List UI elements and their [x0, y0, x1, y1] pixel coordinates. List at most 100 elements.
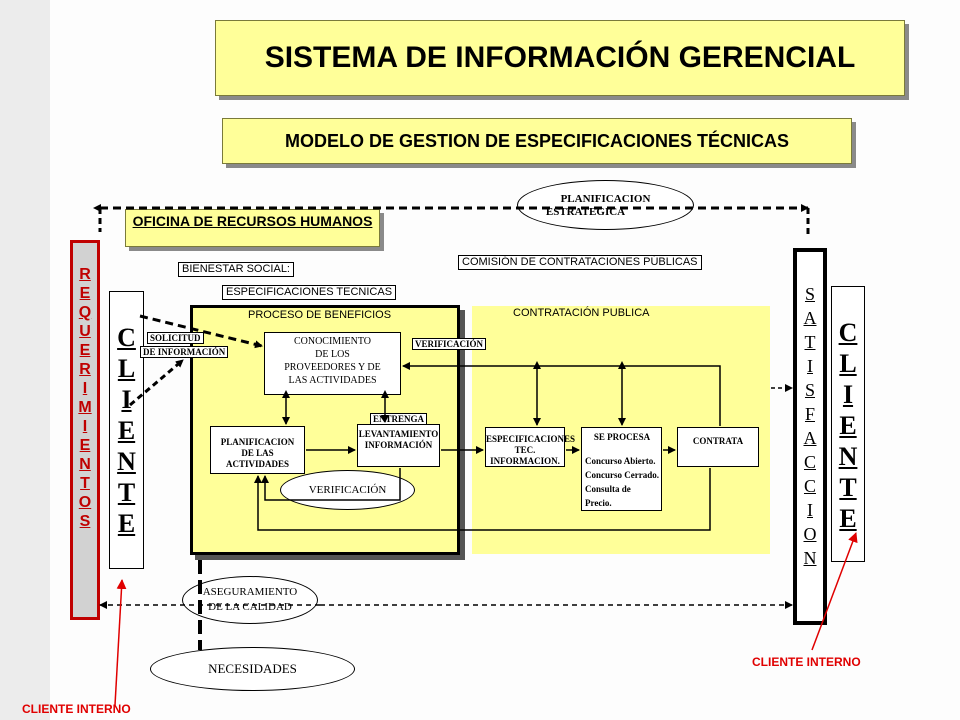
red-arrow-right	[811, 532, 858, 651]
conocimiento-box: CONOCIMIENTO DE LOS PROVEEDORES Y DE LAS…	[264, 332, 401, 395]
planificacion-actividades-line1: PLANIFICACION	[220, 437, 295, 447]
levantamiento-box: LEVANTAMIENTO INFORMACIÓN	[357, 424, 440, 467]
especificaciones-line1: ESPECIFICACIONES	[486, 434, 576, 444]
requerimientos-letter-0: R	[79, 266, 91, 283]
satisfaccion-letter-9: I	[807, 500, 813, 520]
de-informacion-tag: DE INFORMACIÓN	[140, 346, 229, 358]
cliente-right-letter-1: L	[839, 349, 857, 378]
cliente-left-letter-1: L	[117, 354, 136, 383]
cliente-right-letter-0: C	[838, 318, 858, 347]
cliente-interno-right-label: CLIENTE INTERNO	[752, 655, 861, 669]
conocimiento-line3: PROVEEDORES Y DE	[284, 362, 381, 373]
requerimientos-letter-4: E	[79, 342, 91, 359]
cliente-left-letter-4: N	[117, 447, 136, 476]
requerimientos-letter-5: R	[79, 361, 91, 378]
cliente-right-letter-4: N	[838, 442, 858, 471]
conocimiento-line2: DE LOS	[315, 349, 350, 360]
requerimientos-letter-1: E	[79, 285, 91, 302]
planificacion-actividades-line2: DE LAS ACTIVIDADES	[225, 448, 289, 469]
requerimientos-letter-11: T	[80, 475, 90, 492]
feedback-line	[402, 362, 721, 426]
se-procesa-box: SE PROCESA Concurso Abierto. Concurso Ce…	[581, 427, 662, 511]
procesa-item-3: Consulta de Precio.	[585, 484, 631, 508]
cliente-right-letter-6: E	[839, 504, 857, 533]
necesidades-ellipse: NECESIDADES	[150, 647, 355, 691]
aseguramiento-line2: DE LA CALIDAD	[208, 601, 292, 613]
cliente-left-letter-0: C	[117, 323, 136, 352]
especificaciones-box: ESPECIFICACIONES TEC. INFORMACION.	[485, 427, 576, 467]
satisfaccion-letter-8: C	[803, 476, 816, 496]
left-margin-stripe	[0, 0, 50, 720]
verificacion-ellipse-label: VERIFICACIÓN	[308, 484, 387, 496]
aseguramiento-ellipse: ASEGURAMIENTO DE LA CALIDAD	[182, 576, 318, 624]
especificaciones-line2: TEC.	[514, 445, 536, 455]
solicitud-tag: SOLICITUD	[147, 332, 204, 344]
verificacion-ellipse: VERIFICACIÓN	[280, 470, 415, 510]
cliente-left-letter-5: T	[117, 478, 136, 507]
requerimientos-letter-12: O	[78, 494, 92, 511]
comision-contrataciones-tag: COMISIÓN DE CONTRATACIONES PÚBLICAS	[458, 255, 702, 270]
levantamiento-line1: LEVANTAMIENTO	[358, 429, 439, 439]
aseguramiento-line1: ASEGURAMIENTO	[202, 586, 298, 598]
requerimientos-letter-7: M	[78, 399, 92, 416]
satisfaccion-letter-1: A	[803, 308, 817, 328]
satisfaccion-letter-10: O	[803, 524, 817, 544]
planificacion-actividades-box: PLANIFICACION DE LAS ACTIVIDADES	[210, 426, 305, 474]
se-procesa-title: SE PROCESA	[593, 432, 651, 442]
requerimientos-letter-8: I	[82, 418, 88, 435]
subtitle: MODELO DE GESTION DE ESPECIFICACIONES TÉ…	[222, 118, 852, 164]
contrata-label: CONTRATA	[692, 436, 744, 446]
main-title: SISTEMA DE INFORMACIÓN GERENCIAL	[215, 20, 905, 96]
requerimientos-letter-2: Q	[78, 304, 92, 321]
contratacion-publica-label: CONTRATACIÓN PUBLICA	[513, 307, 650, 319]
cliente-right-letter-2: I	[842, 380, 854, 409]
verificacion-loop	[261, 468, 401, 501]
satisfaccion-letter-6: A	[803, 428, 817, 448]
satisfaccion-letter-5: F	[804, 404, 815, 424]
levantamiento-line2: INFORMACIÓN	[364, 440, 433, 450]
necesidades-label: NECESIDADES	[208, 661, 297, 676]
bottom-loop	[254, 468, 711, 531]
cliente-left-letter-6: E	[117, 509, 136, 538]
solicitud-dashed-arrow	[139, 314, 263, 349]
verificacion-tag: VERIFICACIÓN	[412, 338, 487, 350]
satisfaccion-letter-7: C	[803, 452, 816, 472]
cliente-left-letter-2: I	[121, 385, 132, 414]
requerimientos-letter-6: I	[82, 380, 88, 397]
requerimientos-letter-10: N	[79, 456, 91, 473]
procesa-item-2: Concurso Cerrado.	[585, 470, 659, 480]
satisfaccion-letter-0: S	[804, 284, 815, 304]
especificaciones-line3: INFORMACION.	[490, 456, 560, 466]
conocimiento-line4: LAS ACTIVIDADES	[288, 375, 377, 386]
satisfaccion-letter-11: N	[803, 548, 817, 568]
planificacion-estrategica-line1: PLANIFICACION	[560, 193, 651, 205]
cliente-interno-left-label: CLIENTE INTERNO	[22, 702, 131, 716]
satisfaccion-letter-2: T	[804, 332, 816, 352]
requerimientos-letter-3: U	[79, 323, 91, 340]
satisfaccion-letter-4: S	[804, 380, 815, 400]
cliente-right-letter-3: E	[839, 411, 857, 440]
requerimientos-letter-13: S	[79, 513, 91, 530]
contrata-box: CONTRATA	[677, 427, 759, 467]
bienestar-social-tag: BIENESTAR SOCIAL:	[178, 262, 294, 277]
proceso-beneficios-label: PROCESO DE BENEFICIOS	[248, 309, 392, 321]
oficina-recursos-humanos: OFICINA DE RECURSOS HUMANOS	[125, 209, 380, 247]
cliente-right-letter-5: T	[839, 473, 857, 502]
cliente-left-letter-3: E	[117, 416, 136, 445]
cliente-to-info-arrow	[129, 358, 184, 407]
requerimientos-letter-9: E	[79, 437, 91, 454]
red-arrow-left	[114, 579, 127, 706]
especificaciones-tecnicas-tag: ESPECIFICACIONES TECNICAS	[222, 285, 397, 300]
procesa-item-1: Concurso Abierto.	[585, 456, 656, 466]
conocimiento-line1: CONOCIMIENTO	[293, 336, 372, 347]
satisfaccion-letter-3: I	[807, 356, 813, 376]
